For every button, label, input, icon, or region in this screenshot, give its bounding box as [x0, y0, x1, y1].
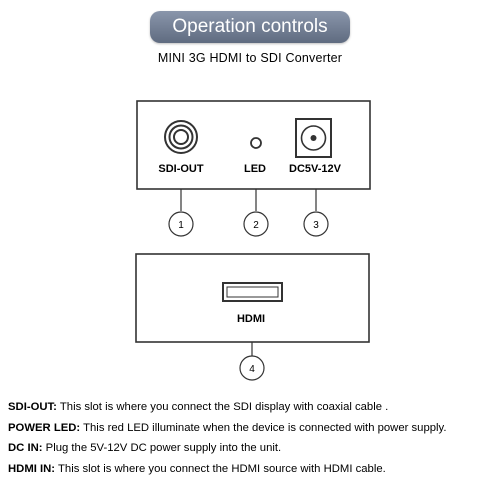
description-text: This red LED illuminate when the device … [80, 421, 447, 434]
led-indicator [250, 137, 262, 149]
callout-3 [303, 211, 329, 237]
port-descriptions: SDI-OUT: This slot is where you connect … [8, 401, 496, 483]
callout-4 [239, 355, 265, 381]
description-sdi-out: SDI-OUT: This slot is where you connect … [8, 401, 496, 413]
callout-4-number: 4 [249, 364, 255, 375]
description-text: This slot is where you connect the HDMI … [55, 462, 386, 475]
header-title: Operation controls [172, 16, 328, 37]
description-term: SDI-OUT: [8, 401, 57, 413]
callout-1-number: 1 [178, 220, 184, 231]
callout-3-number: 3 [313, 220, 319, 231]
description-term: DC IN: [8, 442, 43, 454]
description-text: Plug the 5V-12V DC power supply into the… [42, 442, 282, 454]
callout-2 [243, 211, 269, 237]
led-label: LED [244, 163, 266, 175]
description-term: POWER LED: [8, 421, 81, 434]
callout-2-number: 2 [253, 220, 259, 231]
header-title-pill: Operation controls [150, 11, 350, 43]
description-text: This slot is where you connect the SDI d… [56, 401, 389, 413]
sdi-out-connector [164, 120, 198, 154]
callout-1 [168, 211, 194, 237]
sdi-out-label: SDI-OUT [158, 163, 204, 175]
description-term: HDMI IN: [8, 462, 56, 475]
dc-label: DC5V-12V [289, 163, 342, 175]
hdmi-port [222, 282, 283, 302]
description-dc-in: DC IN: Plug the 5V-12V DC power supply i… [8, 442, 496, 454]
hdmi-label: HDMI [237, 313, 265, 325]
description-hdmi-in: HDMI IN: This slot is where you connect … [8, 463, 496, 475]
header-subtitle: MINI 3G HDMI to SDI Converter [157, 51, 343, 65]
dc-power-jack [295, 118, 332, 158]
description-power-led: POWER LED: This red LED illuminate when … [8, 422, 496, 434]
